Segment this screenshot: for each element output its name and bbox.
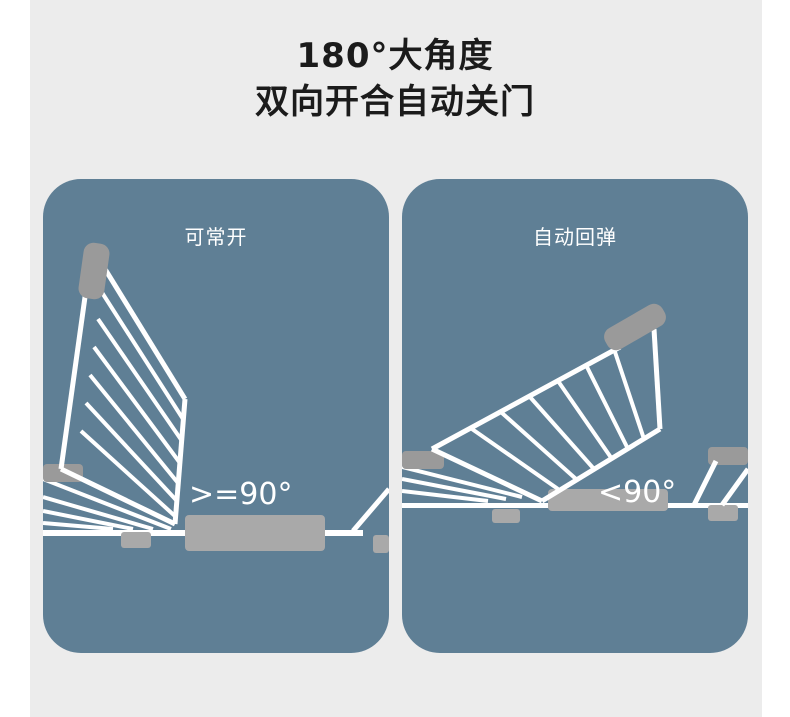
label-always-open: 可常开 (184, 225, 248, 249)
panel-auto-return: 自动回弹 <90° (402, 179, 748, 653)
headline-line2: 双向开合自动关门 (255, 82, 535, 122)
gate-open-illustration (43, 242, 389, 553)
panel-always-open: 可常开 >=90° (43, 179, 389, 653)
label-auto-return: 自动回弹 (533, 225, 617, 249)
headline-line1: 180°大角度 (296, 36, 494, 76)
gate-return-illustration (402, 303, 748, 523)
angle-return: <90° (598, 475, 677, 510)
angle-open: >=90° (189, 477, 293, 512)
